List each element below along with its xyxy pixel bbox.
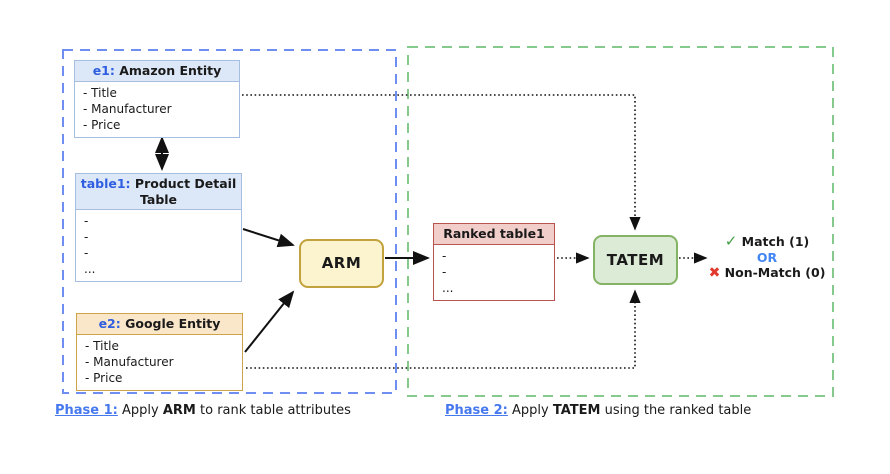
e2-attr-price: - Price <box>85 370 123 385</box>
phase2-region-border <box>407 46 834 397</box>
tatem-module-box: TATEM <box>593 235 678 285</box>
phase2-caption-pre: Apply <box>507 403 553 418</box>
table1-row: - <box>84 230 89 245</box>
e2-google-entity-box: e2: Google Entity - Title - Manufacturer… <box>76 313 243 391</box>
ranked-table1-row: - <box>442 248 447 263</box>
phase1-caption-label: Phase 1: <box>55 403 118 418</box>
tatem-label: TATEM <box>606 250 665 269</box>
match-label: Match (1) <box>741 234 810 249</box>
ranked-table1-header: Ranked table1 <box>434 224 554 245</box>
phase1-caption-pre: Apply <box>117 403 163 418</box>
e2-attr-manufacturer: - Manufacturer <box>85 354 174 369</box>
ranked-table1-row-ellipsis: ... <box>442 280 454 295</box>
e2-header: e2: Google Entity <box>77 314 242 335</box>
ranked-table1-row: - <box>442 264 447 279</box>
e1-id-label: e1: <box>92 63 115 78</box>
table1-header: table1: Product Detail Table <box>76 174 241 211</box>
e1-header: e1: Amazon Entity <box>75 61 239 82</box>
phase1-caption-post: to rank table attributes <box>195 403 351 418</box>
non-match-label: Non-Match (0) <box>724 265 826 280</box>
e2-attr-title: - Title <box>85 338 119 353</box>
or-label: OR <box>756 249 778 265</box>
table1-row-list: - - - ... <box>76 210 241 281</box>
match-output-block: ✓ Match (1) OR ✖ Non-Match (0) <box>701 232 833 282</box>
phase2-caption: Phase 2: Apply TATEM using the ranked ta… <box>445 403 751 418</box>
e2-attribute-list: - Title - Manufacturer - Price <box>77 335 242 390</box>
phase2-caption-label: Phase 2: <box>445 403 508 418</box>
arm-label: ARM <box>321 254 362 273</box>
non-match-row: ✖ Non-Match (0) <box>701 265 833 282</box>
e1-attr-price: - Price <box>83 117 121 132</box>
table1-title: Product Detail Table <box>130 176 237 207</box>
table1-row-ellipsis: ... <box>84 262 96 277</box>
arrow-e2-to-arm <box>244 290 295 353</box>
phase1-caption: Phase 1: Apply ARM to rank table attribu… <box>55 403 351 418</box>
arrow-table1-to-arm <box>242 228 295 248</box>
ranked-table1-box: Ranked table1 - - ... <box>433 223 555 301</box>
e1-attribute-list: - Title - Manufacturer - Price <box>75 82 239 137</box>
arm-module-box: ARM <box>299 239 384 288</box>
table1-product-detail-box: table1: Product Detail Table - - - ... <box>75 173 242 283</box>
phase1-caption-bold: ARM <box>162 403 196 418</box>
phase2-caption-bold: TATEM <box>552 403 601 418</box>
phase2-caption-post: using the ranked table <box>600 403 752 418</box>
table1-id-label: table1: <box>80 176 131 191</box>
e2-title: Google Entity <box>120 316 221 331</box>
cross-icon: ✖ <box>708 265 721 281</box>
e1-attr-title: - Title <box>83 85 117 100</box>
e1-title: Amazon Entity <box>114 63 222 78</box>
dotted-e2-to-tatem <box>246 289 641 369</box>
checkmark-icon: ✓ <box>724 232 738 250</box>
e1-attr-manufacturer: - Manufacturer <box>83 101 172 116</box>
table1-row: - <box>84 214 89 229</box>
table1-row: - <box>84 246 89 261</box>
e2-id-label: e2: <box>98 316 121 331</box>
e1-amazon-entity-box: e1: Amazon Entity - Title - Manufacturer… <box>74 60 240 138</box>
dotted-e1-to-tatem <box>242 94 641 231</box>
ranked-table1-row-list: - - ... <box>434 245 554 300</box>
match-row: ✓ Match (1) <box>701 232 833 250</box>
